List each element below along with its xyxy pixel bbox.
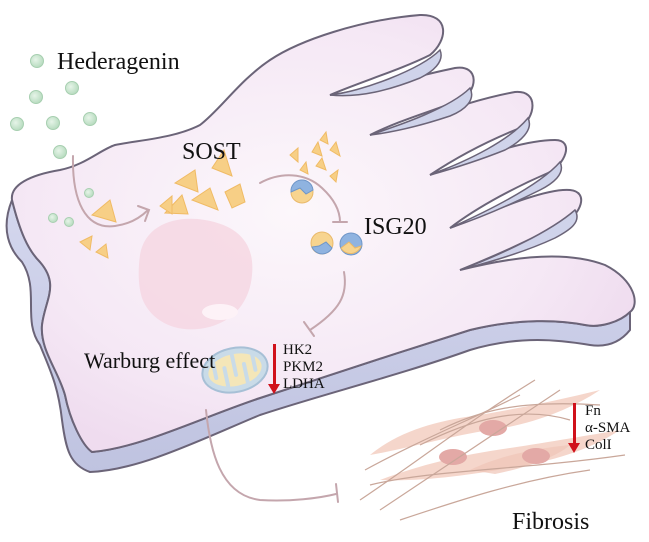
activation-arrow-hederagenin-sost	[71, 155, 149, 228]
fibroblast-nucleus	[439, 449, 467, 465]
finger-3-underside	[429, 116, 531, 176]
marker-ldha: LDHA	[283, 376, 325, 392]
marker-alpha-sma: α-SMA	[585, 420, 631, 436]
inhibition-arrow-sost-isg20	[259, 174, 341, 223]
label-fibrosis: Fibrosis	[512, 509, 590, 535]
fibroblast	[380, 430, 620, 481]
fibrosis-marker-list: Fn α-SMA ColI	[585, 403, 630, 454]
arrowhead	[137, 205, 151, 222]
down-arrow-icon	[568, 403, 580, 453]
label-hederagenin: Hederagenin	[57, 49, 180, 75]
sost-molecules	[79, 130, 341, 259]
nucleolus	[202, 304, 238, 320]
isg20-molecules	[290, 179, 363, 256]
inhibition-arrow-warburg-fibrosis	[205, 409, 337, 502]
warburg-marker-list: HK2 PKM2 LDHA	[283, 342, 325, 393]
label-warburg-effect: Warburg effect	[84, 348, 216, 373]
label-isg20: ISG20	[364, 214, 427, 240]
marker-pkm2: PKM2	[283, 359, 324, 375]
isg20-monomer	[310, 231, 334, 255]
finger-2-underside	[369, 86, 473, 136]
mitochondrion	[201, 346, 269, 394]
collagen-fibers	[359, 379, 626, 521]
finger-1-underside	[329, 48, 442, 97]
marker-col1: ColI	[585, 437, 612, 453]
label-sost: SOST	[182, 139, 241, 165]
fibroblast-nucleus	[479, 420, 507, 436]
isg20-monomer	[339, 232, 363, 256]
nucleus	[138, 218, 253, 330]
finger-4-underside	[449, 160, 563, 229]
marker-hk2: HK2	[283, 342, 313, 358]
down-arrow-icon	[268, 344, 280, 394]
hederagenin-molecules	[10, 54, 97, 227]
finger-5-underside	[459, 208, 578, 271]
marker-fn: Fn	[585, 403, 601, 419]
fibroblast-nucleus	[522, 448, 550, 464]
pathway-arrows	[71, 155, 348, 503]
fibroblast-cluster	[359, 379, 626, 521]
inhibition-arrow-isg20-warburg	[309, 271, 346, 331]
isg20-monomer	[290, 179, 314, 204]
